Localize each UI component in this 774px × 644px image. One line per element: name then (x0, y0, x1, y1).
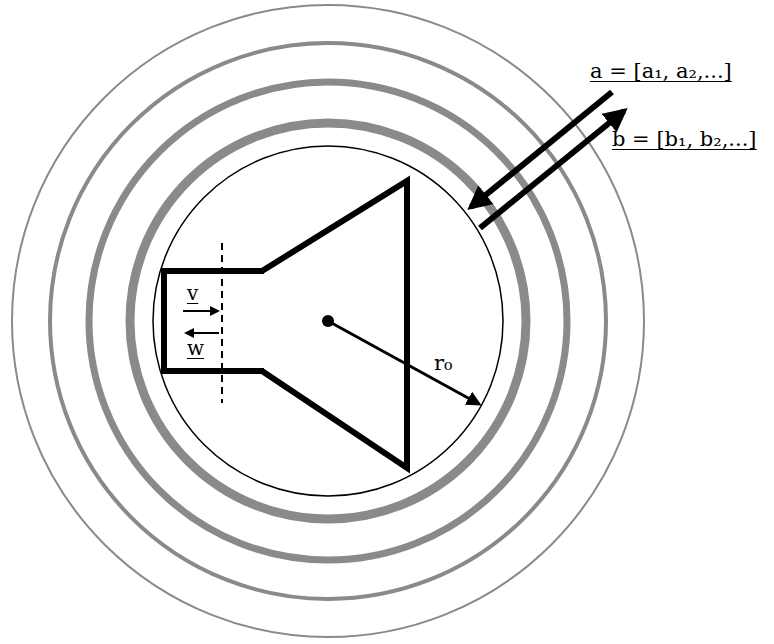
waveguide-duct (164, 271, 264, 371)
outgoing-wave-arrow (186, 332, 219, 334)
mode-vector-label: a = [a₁, a₂,...] (590, 60, 732, 83)
wave-variable-label: w (187, 337, 204, 359)
wave-ring (130, 123, 526, 519)
reference-plane (221, 243, 223, 403)
wave-ring (89, 82, 567, 560)
incident-modes-arrow (471, 92, 612, 207)
radius-label: r₀ (434, 352, 452, 375)
radiated-modes-arrow (480, 111, 624, 228)
wave-ring (50, 43, 606, 599)
wave-variable-label: v (187, 282, 198, 304)
mode-vector-label: b = [b₁, b₂,...] (612, 128, 757, 151)
wave-ring (12, 5, 644, 637)
incoming-wave-arrow (183, 310, 218, 312)
sphere-boundary (153, 146, 503, 496)
radius-arrow (328, 321, 479, 404)
